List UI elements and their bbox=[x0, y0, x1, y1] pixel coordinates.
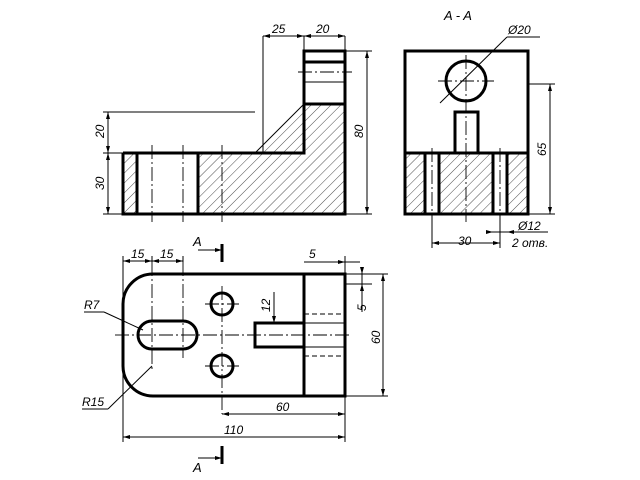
dim-15b-label: 15 bbox=[160, 247, 174, 261]
dim-arrows-dia12 bbox=[486, 230, 514, 234]
dim-dia20-label: Ø20 bbox=[507, 23, 531, 37]
top-view: A A 15 15 R7 R15 5 5 12 bbox=[82, 234, 388, 475]
dim-dia12-label: Ø12 bbox=[517, 219, 541, 233]
dim-12-label: 12 bbox=[259, 298, 273, 312]
front-hatch-main bbox=[198, 104, 345, 214]
dim-30-left-label: 30 bbox=[93, 176, 107, 190]
dim-arrows-15 bbox=[123, 259, 183, 263]
section-mark-bottom-arrowhead bbox=[215, 456, 222, 460]
dim-arrows-5-side bbox=[360, 267, 364, 291]
section-outline bbox=[403, 49, 530, 216]
dim-arrows-30 bbox=[432, 241, 500, 245]
dim-5-side-label: 5 bbox=[355, 304, 369, 311]
dim-20-left-label: 20 bbox=[93, 124, 107, 139]
leader-r15 bbox=[107, 365, 153, 410]
dim-30-label: 30 bbox=[458, 234, 472, 248]
section-title: A - A bbox=[443, 8, 472, 23]
dim-80-label: 80 bbox=[352, 124, 366, 138]
dim-arrows-top bbox=[263, 34, 345, 38]
section-mark-top-label: A bbox=[192, 234, 202, 249]
dim-65-label: 65 bbox=[535, 142, 549, 156]
dim-holes-note: 2 отв. bbox=[511, 236, 548, 250]
front-outline bbox=[121, 49, 347, 216]
front-view: 25 20 20 30 80 bbox=[93, 22, 372, 222]
section-mark-top-arrowhead bbox=[215, 248, 222, 252]
leader-dia20 bbox=[439, 36, 508, 104]
section-slot bbox=[453, 110, 480, 155]
dim-r7-label: R7 bbox=[84, 298, 101, 312]
section-view: A - A Ø20 65 30 bbox=[403, 8, 555, 250]
dim-5-top-label: 5 bbox=[309, 247, 316, 261]
dim-110-label: 110 bbox=[224, 423, 243, 437]
front-hatch-left bbox=[123, 153, 137, 214]
leader-r7 bbox=[103, 311, 144, 331]
dim-arrow-5-top bbox=[338, 260, 345, 264]
section-mark-bottom-label: A bbox=[192, 460, 202, 475]
top-slot-r7 bbox=[136, 319, 199, 351]
dim-25-label: 25 bbox=[271, 22, 286, 36]
dim-60-vert-label: 60 bbox=[369, 330, 383, 344]
dim-60-horiz-label: 60 bbox=[276, 400, 290, 414]
dim-r15-label: R15 bbox=[82, 395, 104, 409]
dim-20-top-label: 20 bbox=[315, 22, 330, 36]
dim-arrow-12 bbox=[272, 316, 276, 323]
section-hatch-base bbox=[405, 153, 528, 214]
dim-15a-label: 15 bbox=[131, 247, 145, 261]
